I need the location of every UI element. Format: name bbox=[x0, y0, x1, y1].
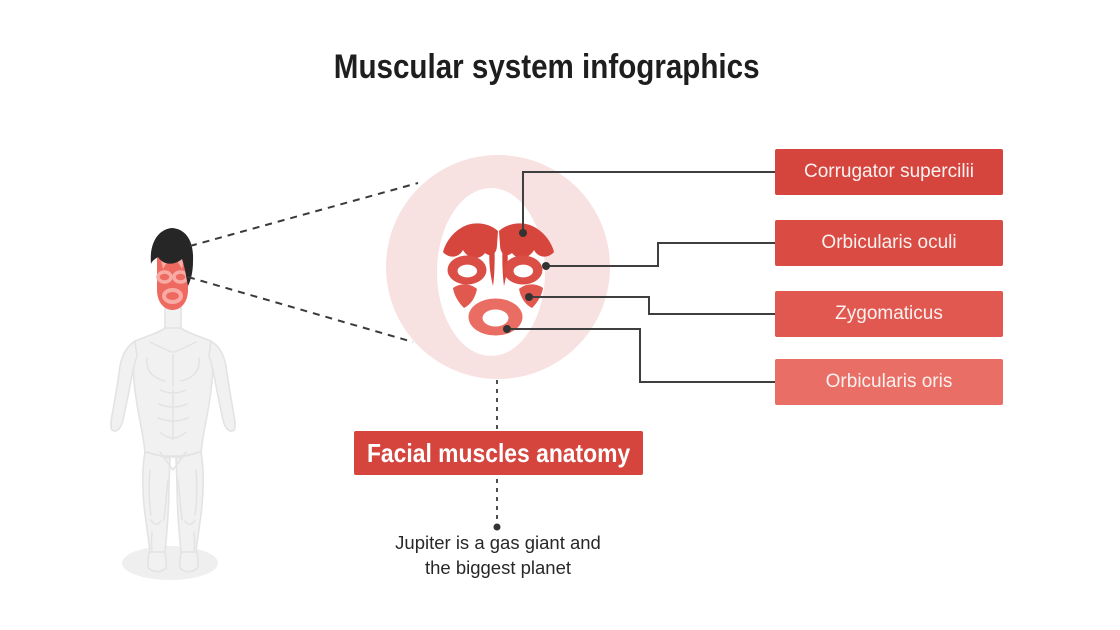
callout-dot-oris bbox=[503, 325, 511, 333]
connector-corrugator bbox=[522, 171, 775, 233]
title-container: Muscular system infographics bbox=[0, 48, 1094, 87]
figure-left-foot bbox=[147, 551, 168, 573]
section-banner: Facial muscles anatomy bbox=[354, 431, 643, 475]
figure-shadow bbox=[122, 546, 218, 580]
figure-right-foot bbox=[178, 551, 199, 573]
zoom-guide-lines bbox=[187, 182, 419, 343]
callout-dot-oculi bbox=[542, 262, 550, 270]
callout-dot-zygomaticus bbox=[525, 293, 533, 301]
banner-pointer bbox=[493, 380, 501, 531]
caption-line-2: the biggest planet bbox=[424, 557, 572, 578]
connector-orbicularis-oculi bbox=[546, 242, 775, 267]
figure-left-arm bbox=[110, 340, 138, 432]
caption-line-1: Jupiter is a gas giant and bbox=[395, 532, 601, 553]
dashed-line-upper bbox=[189, 182, 419, 247]
caption-text: Jupiter is a gas giant and the biggest p… bbox=[358, 530, 638, 580]
callout-dots bbox=[503, 229, 550, 333]
procerus-muscle-left bbox=[489, 238, 495, 286]
figure-hair bbox=[150, 228, 194, 286]
orbicularis-oculi-right-muscle bbox=[503, 255, 543, 285]
frontalis-left-muscle bbox=[443, 223, 498, 259]
zygomaticus-left-muscle bbox=[453, 284, 477, 308]
frontalis-right-muscle bbox=[499, 223, 554, 259]
orbicularis-oculi-left-muscle bbox=[447, 255, 487, 285]
callout-dot-corrugator bbox=[519, 229, 527, 237]
label-box-zygomaticus: Zygomaticus bbox=[775, 291, 1003, 337]
page-title: Muscular system infographics bbox=[334, 48, 760, 86]
callout-connectors bbox=[507, 171, 775, 383]
connector-orbicularis-oris bbox=[507, 328, 775, 383]
label-box-corrugator-supercilii: Corrugator supercilii bbox=[775, 149, 1003, 195]
label-box-orbicularis-oculi: Orbicularis oculi bbox=[775, 220, 1003, 266]
label-box-orbicularis-oris: Orbicularis oris bbox=[775, 359, 1003, 405]
pointer-end-dot bbox=[493, 523, 501, 531]
section-banner-label: Facial muscles anatomy bbox=[366, 437, 631, 468]
figure-right-arm bbox=[208, 340, 236, 432]
connector-zygomaticus bbox=[529, 296, 775, 315]
dashed-line-lower bbox=[187, 276, 414, 343]
figure-muscle-lines bbox=[146, 341, 200, 551]
figure-head bbox=[150, 228, 194, 310]
